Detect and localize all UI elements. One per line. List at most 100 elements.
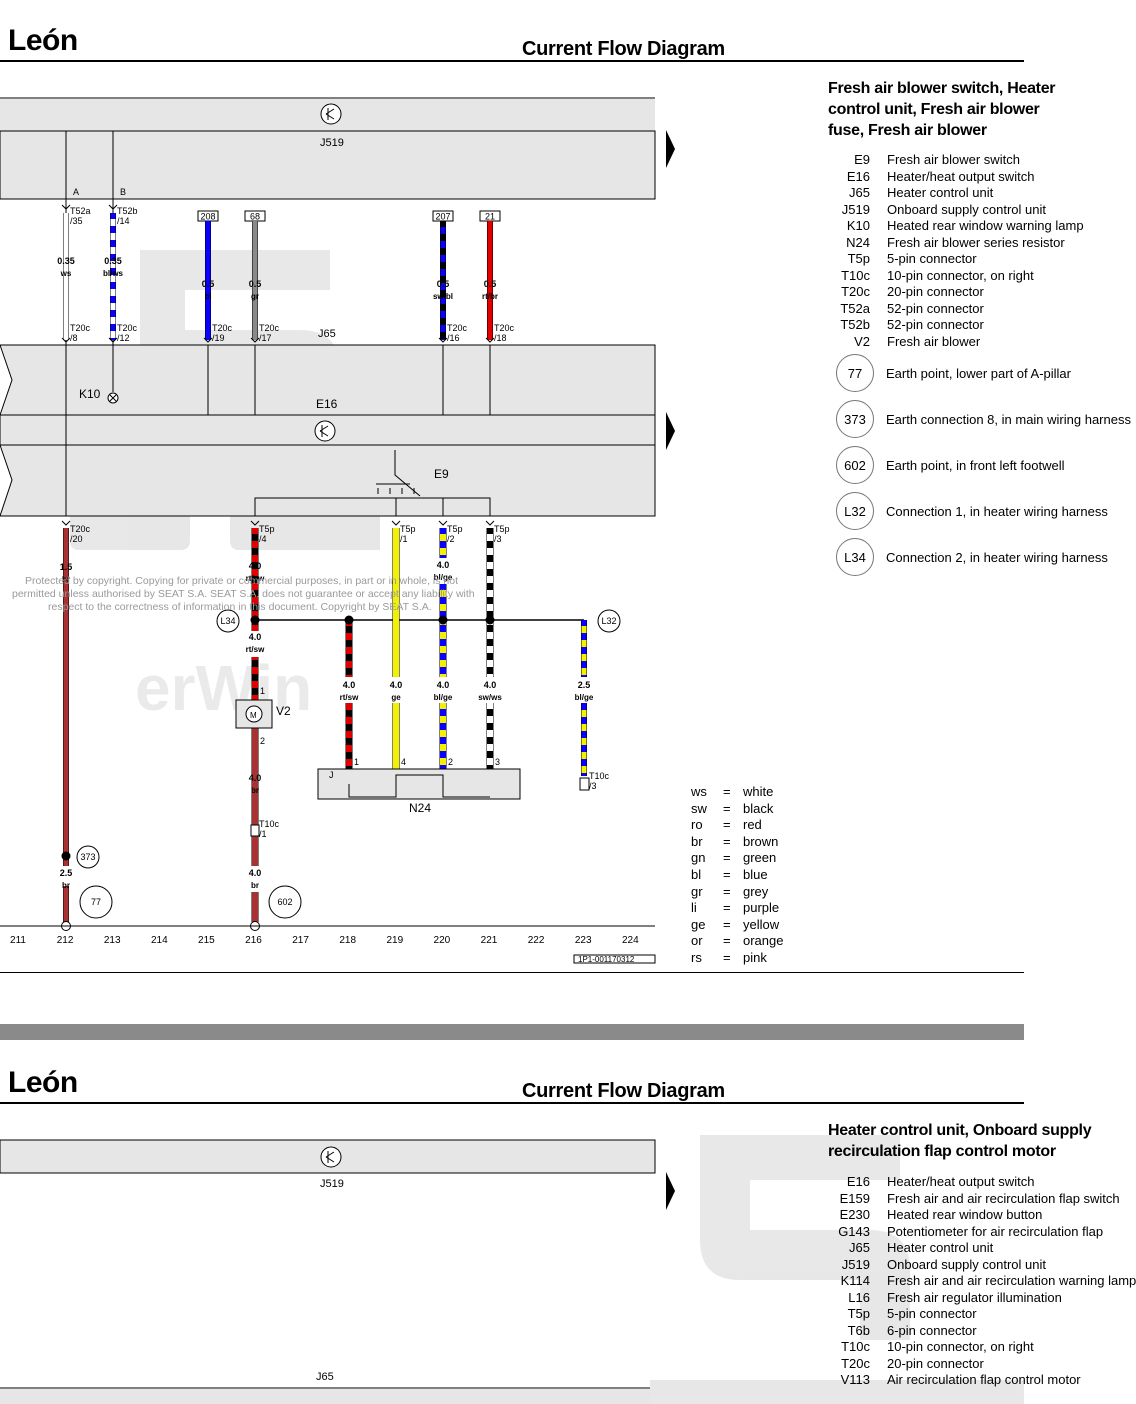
footer-rule bbox=[0, 972, 1024, 973]
legend-code: E16 bbox=[846, 168, 870, 184]
color-abbr: rs bbox=[691, 949, 702, 965]
color-abbr: or bbox=[691, 933, 703, 949]
connector-pin-icon bbox=[250, 337, 260, 343]
wire-stripe bbox=[487, 534, 493, 541]
wire-stripe bbox=[110, 275, 116, 282]
equals-sign: = bbox=[723, 784, 731, 799]
color-name: yellow bbox=[743, 916, 780, 932]
wire-stripe bbox=[487, 548, 493, 555]
connector-label: T52a bbox=[70, 206, 91, 216]
electronic-unit-icon bbox=[314, 420, 336, 442]
wire-stripe bbox=[581, 710, 587, 717]
legend-text: Heater/heat output switch bbox=[887, 1174, 1035, 1189]
legend-text: Heater control unit bbox=[887, 1240, 994, 1255]
junction-dot bbox=[344, 615, 354, 625]
color-name: purple bbox=[743, 900, 780, 916]
wire-stripe bbox=[110, 317, 116, 324]
track-number: 219 bbox=[386, 935, 403, 946]
connector-label: T20c bbox=[70, 524, 91, 534]
equals-sign: = bbox=[723, 883, 731, 899]
wire-stripe bbox=[487, 730, 493, 737]
diagram-heading-line: control unit, Fresh air blower bbox=[828, 101, 1040, 118]
connector-pin-label: /12 bbox=[117, 333, 130, 343]
wire-segment bbox=[487, 221, 493, 340]
connector-label: T20c bbox=[494, 323, 515, 333]
n24-label: N24 bbox=[409, 801, 431, 815]
connector-pin-label: /1 bbox=[400, 534, 408, 544]
legend-code: T10c bbox=[841, 1339, 870, 1354]
track-number: 214 bbox=[151, 935, 168, 946]
color-abbr: sw bbox=[691, 800, 707, 816]
connector-pin-label: /20 bbox=[70, 534, 83, 544]
earth-point-circle bbox=[597, 609, 621, 633]
color-abbr: ge bbox=[691, 916, 706, 932]
track-number: 215 bbox=[198, 935, 215, 946]
wire-stripe bbox=[581, 724, 587, 731]
legend-code: L16 bbox=[848, 1289, 870, 1305]
wire-stripe bbox=[440, 311, 446, 318]
equals-sign: = bbox=[723, 833, 731, 849]
wire-size-label: 2.5 bbox=[578, 680, 591, 690]
connector-label: T20c bbox=[117, 323, 138, 333]
wire-stripe bbox=[252, 534, 258, 541]
fuse-number: 21 bbox=[485, 212, 495, 222]
wire-stripe bbox=[581, 668, 587, 675]
connector-label: T10c bbox=[589, 771, 610, 781]
color-name: blue bbox=[743, 866, 768, 882]
fuse-number: 68 bbox=[250, 212, 260, 222]
earth-point-badge: L34 bbox=[836, 538, 874, 576]
wire-size-label: 0.5 bbox=[484, 279, 497, 289]
wire-color-label: sw/bl bbox=[433, 292, 453, 301]
connector-label: T20c bbox=[212, 323, 233, 333]
wire-color-row: ro=red bbox=[691, 817, 783, 834]
legend-code: T5p bbox=[847, 1306, 870, 1321]
wire-color-label: br bbox=[251, 786, 259, 795]
legend-text: Earth point, in front left footwell bbox=[886, 457, 1065, 473]
wire-color-label: rt/sw bbox=[246, 574, 265, 583]
diagram-page-2: León Current Flow Diagram Heater control… bbox=[0, 1040, 1136, 1404]
connector-pin-icon bbox=[391, 520, 401, 526]
legend-text: Connection 1, in heater wiring harness bbox=[886, 503, 1108, 519]
wire-stripe bbox=[581, 626, 587, 633]
wire-stripe bbox=[440, 227, 446, 234]
label-backdrop bbox=[428, 677, 458, 703]
legend-code: E159 bbox=[839, 1190, 870, 1206]
wire-size-label: 4.0 bbox=[249, 632, 262, 642]
color-abbr: ro bbox=[691, 817, 703, 833]
track-number: 224 bbox=[622, 935, 639, 946]
wire-size-label: 4.0 bbox=[249, 868, 262, 878]
wire-size-label: 4.0 bbox=[390, 680, 403, 690]
connector-pin-label: /17 bbox=[259, 333, 272, 343]
copyright-line: respect to the correctness of informatio… bbox=[48, 601, 432, 613]
legend-text: Potentiometer for air recirculation flap bbox=[887, 1223, 1104, 1239]
connector-pin-icon bbox=[250, 520, 260, 526]
earth-point-label: 602 bbox=[277, 897, 292, 907]
junction-dot bbox=[61, 851, 71, 861]
wire-size-label: 2.5 bbox=[60, 868, 73, 878]
diagram-heading: Heater control unit, Onboard supply reci… bbox=[828, 1120, 1092, 1162]
legend-code: E230 bbox=[839, 1207, 870, 1222]
color-abbr: bl bbox=[691, 866, 702, 882]
wire-stripe bbox=[440, 297, 446, 304]
diagram-heading-line: Fresh air blower switch, Heater bbox=[828, 80, 1056, 97]
wire-segment bbox=[440, 221, 446, 340]
wire-stripe bbox=[346, 640, 352, 647]
connector-pin-label: /18 bbox=[494, 333, 507, 343]
wire-size-label: 1.5 bbox=[60, 562, 73, 572]
earth-point-circle bbox=[79, 885, 113, 919]
legend-code: J519 bbox=[836, 1257, 870, 1274]
document-number: 1P1-001170312 bbox=[578, 955, 635, 964]
connector-letter: B bbox=[120, 187, 126, 197]
